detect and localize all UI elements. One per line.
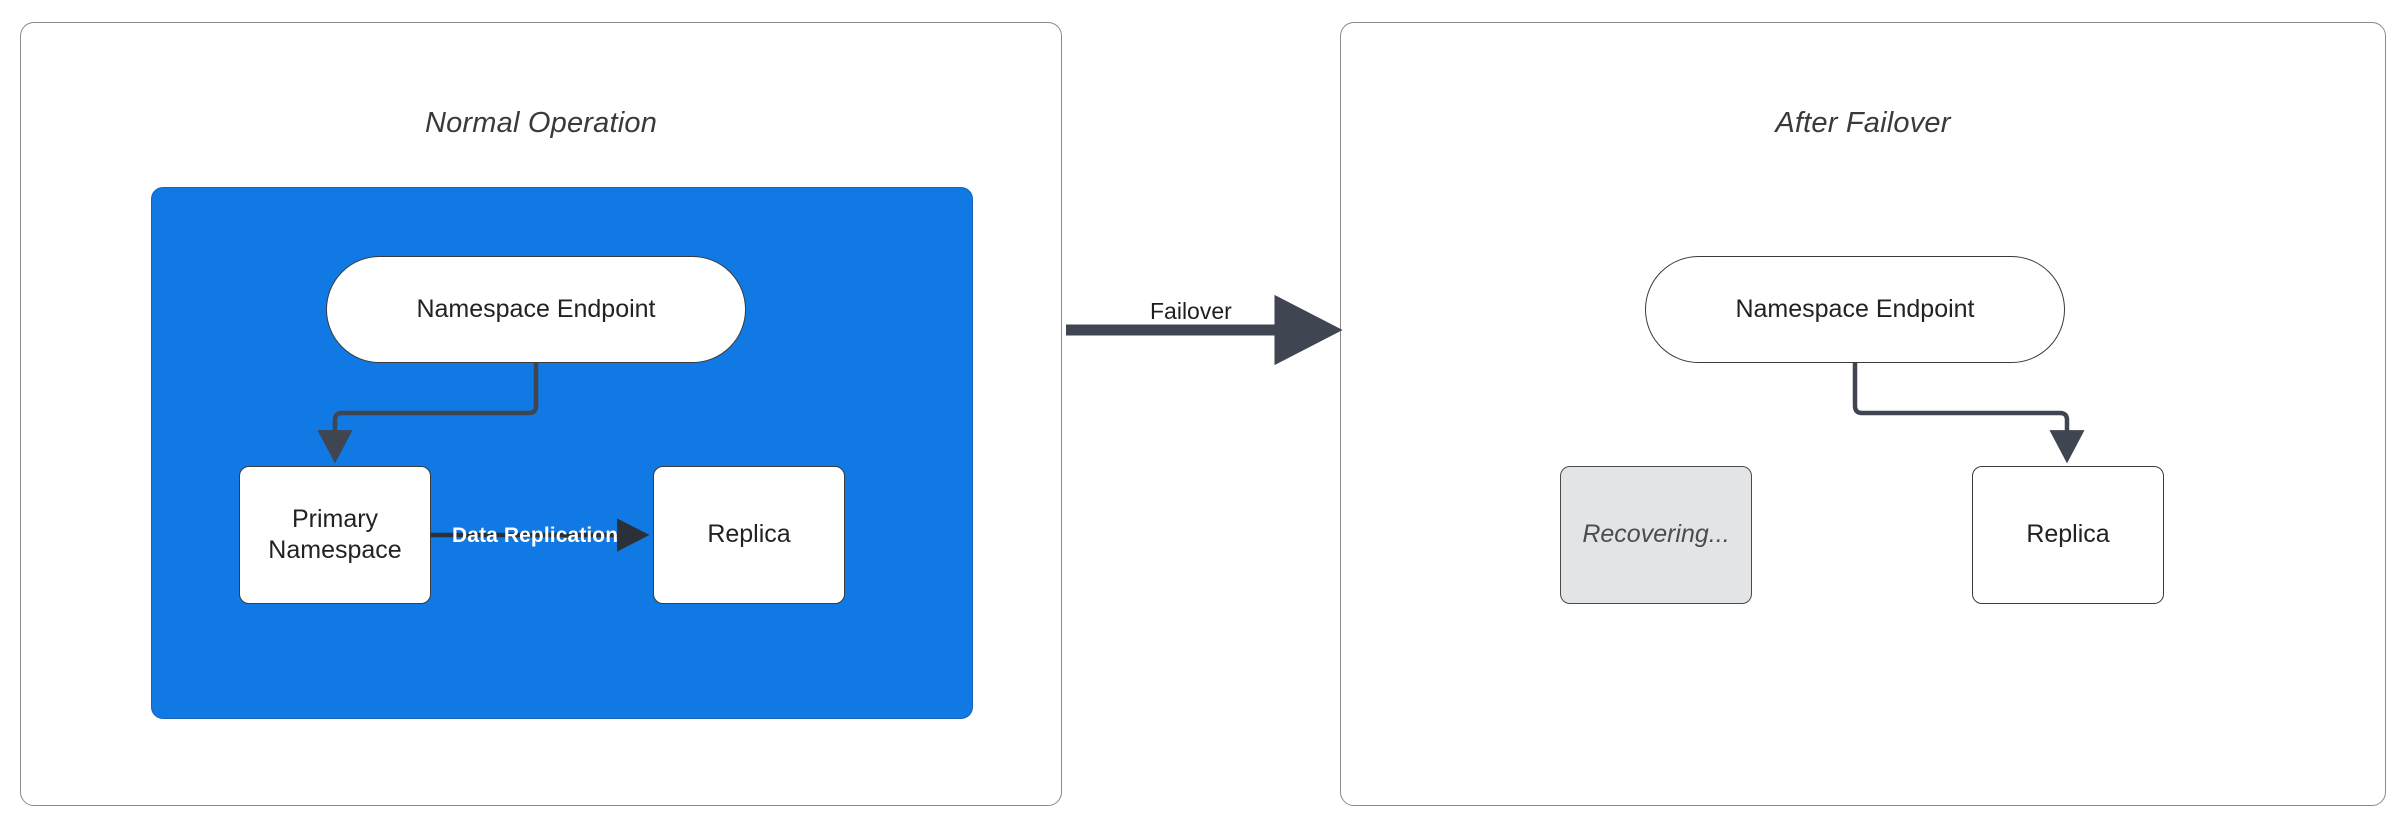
node-namespace-endpoint-right[interactable]: Namespace Endpoint: [1645, 256, 2065, 363]
panel-after-failover: After Failover: [1340, 22, 2386, 806]
node-label-line1: Primary: [291, 504, 379, 533]
panel-normal-operation: Normal Operation: [20, 22, 1062, 806]
edge-label-failover: Failover: [1150, 298, 1232, 324]
node-label: Namespace Endpoint: [416, 294, 656, 323]
node-label: Namespace Endpoint: [1735, 294, 1975, 323]
node-namespace-endpoint-left[interactable]: Namespace Endpoint: [326, 256, 746, 363]
node-replica-left[interactable]: Replica: [653, 466, 845, 604]
edge-label-data-replication: Data Replication: [452, 524, 619, 547]
node-recovering[interactable]: Recovering...: [1560, 466, 1752, 604]
panel-title-after-failover: After Failover: [1775, 107, 1951, 139]
panel-title-normal-operation: Normal Operation: [424, 107, 658, 139]
node-label: Recovering...: [1582, 520, 1730, 549]
node-replica-right[interactable]: Replica: [1972, 466, 2164, 604]
node-primary-namespace[interactable]: Primary Namespace: [239, 466, 431, 604]
node-label: Replica: [2026, 520, 2110, 549]
node-label-line2: Namespace: [268, 536, 402, 564]
node-label: Replica: [707, 520, 791, 549]
node-label: Primary Namespace: [268, 504, 401, 567]
